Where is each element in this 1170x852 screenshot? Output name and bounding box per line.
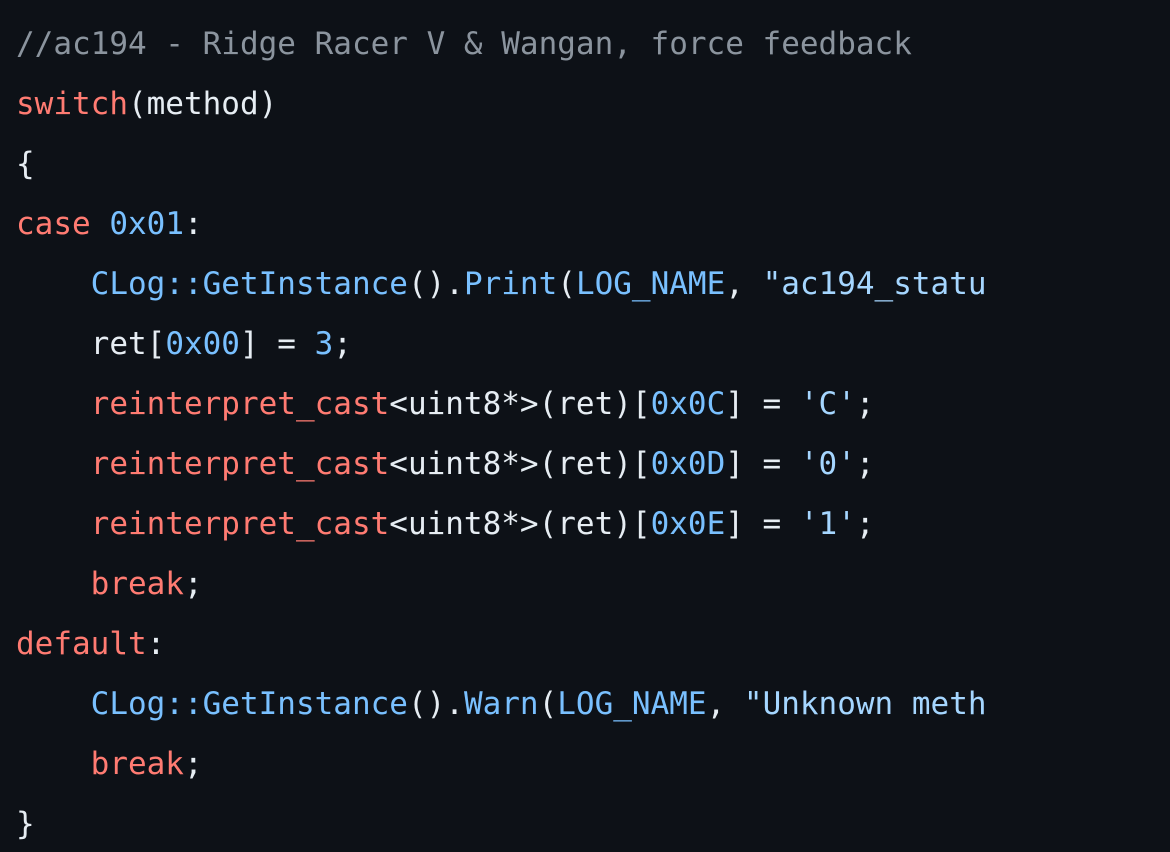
code-token-plain: : bbox=[183, 206, 203, 242]
code-token-plain bbox=[16, 266, 91, 302]
code-token-plain: ( bbox=[538, 686, 558, 722]
code-token-keyword: default bbox=[16, 626, 147, 662]
code-line-3: { bbox=[16, 134, 35, 194]
code-token-keyword: reinterpret_cast bbox=[90, 446, 390, 482]
code-token-plain: ; bbox=[183, 746, 203, 782]
code-line-13: break; bbox=[16, 734, 203, 794]
code-line-1: //ac194 - Ridge Racer V & Wangan, force … bbox=[16, 14, 912, 74]
code-token-number: 0x0E bbox=[650, 506, 726, 542]
code-token-number: 0x0C bbox=[650, 386, 726, 422]
code-token-plain: { bbox=[16, 146, 35, 182]
code-token-plain: } bbox=[16, 806, 35, 842]
code-line-7: reinterpret_cast<uint8*>(ret)[0x0C] = 'C… bbox=[16, 374, 875, 434]
code-token-plain: (method) bbox=[127, 86, 278, 122]
code-token-string: "ac194_statu bbox=[762, 266, 987, 302]
code-line-8: reinterpret_cast<uint8*>(ret)[0x0D] = '0… bbox=[16, 434, 875, 494]
code-token-keyword: reinterpret_cast bbox=[90, 386, 390, 422]
code-token-plain: : bbox=[146, 626, 166, 662]
code-token-plain: ] = bbox=[725, 506, 800, 542]
code-line-2: switch(method) bbox=[16, 74, 277, 134]
code-token-plain: <uint8*>(ret)[ bbox=[389, 386, 651, 422]
code-token-number: 0x0D bbox=[650, 446, 726, 482]
code-token-plain: ; bbox=[855, 446, 875, 482]
code-token-number: 0x00 bbox=[165, 326, 240, 362]
code-token-func: LOG_NAME bbox=[557, 686, 707, 722]
code-token-plain: <uint8*>(ret)[ bbox=[389, 446, 651, 482]
code-line-6: ret[0x00] = 3; bbox=[16, 314, 352, 374]
code-line-4: case 0x01: bbox=[16, 194, 203, 254]
code-token-plain bbox=[16, 566, 91, 602]
code-token-plain: (). bbox=[407, 686, 464, 722]
code-token-keyword: reinterpret_cast bbox=[90, 506, 390, 542]
code-token-keyword: break bbox=[90, 746, 184, 782]
code-token-plain: ret[ bbox=[16, 326, 166, 362]
code-token-func: CLog::GetInstance bbox=[90, 266, 408, 302]
code-token-func: Warn bbox=[463, 686, 539, 722]
code-token-plain: , bbox=[706, 686, 744, 722]
code-token-plain bbox=[16, 386, 91, 422]
code-line-12: CLog::GetInstance().Warn(LOG_NAME, "Unkn… bbox=[16, 674, 987, 734]
code-token-keyword: case bbox=[16, 206, 91, 242]
code-token-plain bbox=[16, 506, 91, 542]
code-token-plain bbox=[16, 446, 91, 482]
code-token-number: 3 bbox=[314, 326, 334, 362]
code-token-plain: ; bbox=[183, 566, 203, 602]
code-token-plain bbox=[16, 746, 91, 782]
code-token-keyword: switch bbox=[16, 86, 128, 122]
code-token-keyword: break bbox=[90, 566, 184, 602]
code-token-plain: ] = bbox=[239, 326, 315, 362]
code-token-number: 0x01 bbox=[109, 206, 184, 242]
code-token-plain: ; bbox=[855, 386, 875, 422]
code-token-plain: ; bbox=[333, 326, 352, 362]
code-token-string: "Unknown meth bbox=[743, 686, 987, 722]
code-line-9: reinterpret_cast<uint8*>(ret)[0x0E] = '1… bbox=[16, 494, 875, 554]
code-line-10: break; bbox=[16, 554, 203, 614]
code-token-func: Print bbox=[463, 266, 558, 302]
code-token-plain: ] = bbox=[725, 386, 800, 422]
code-token-plain: , bbox=[725, 266, 763, 302]
code-token-plain: ] = bbox=[725, 446, 800, 482]
code-token-plain: <uint8*>(ret)[ bbox=[389, 506, 651, 542]
code-token-func: LOG_NAME bbox=[575, 266, 726, 302]
code-token-plain: ; bbox=[855, 506, 875, 542]
code-line-14: } bbox=[16, 794, 35, 852]
code-token-comment: //ac194 - Ridge Racer V & Wangan, force … bbox=[16, 26, 912, 62]
code-token-plain: (). bbox=[407, 266, 464, 302]
code-token-plain: ( bbox=[557, 266, 576, 302]
code-token-char: 'C' bbox=[799, 386, 856, 422]
code-token-char: '0' bbox=[799, 446, 856, 482]
code-token-func: CLog::GetInstance bbox=[90, 686, 408, 722]
code-line-5: CLog::GetInstance().Print(LOG_NAME, "ac1… bbox=[16, 254, 987, 314]
code-line-11: default: bbox=[16, 614, 165, 674]
code-token-plain bbox=[16, 686, 91, 722]
code-token-plain bbox=[91, 206, 110, 242]
code-token-char: '1' bbox=[799, 506, 856, 542]
